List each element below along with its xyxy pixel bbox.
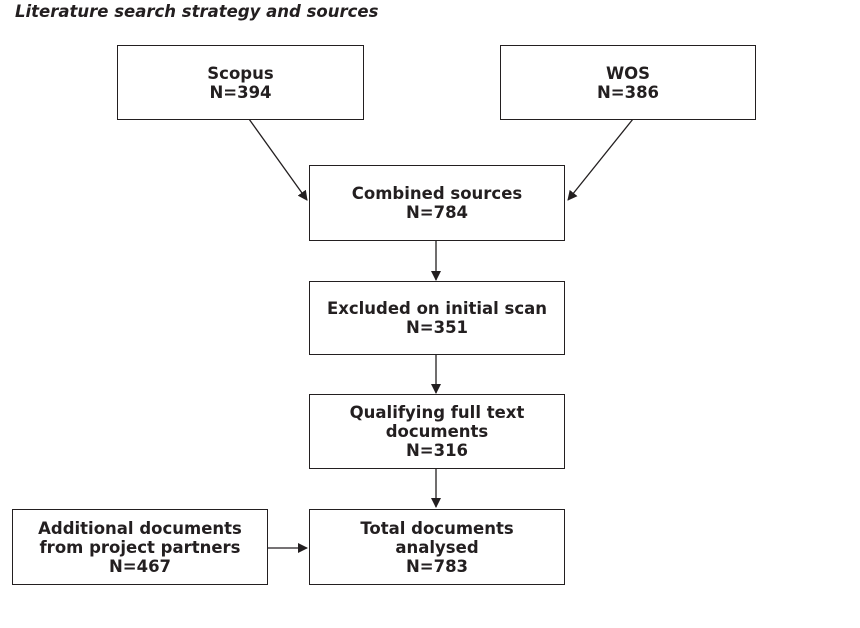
arrow-scopus-to-combined	[248, 118, 308, 201]
combined-count: N=784	[405, 203, 469, 222]
excluded-label: Excluded on initial scan	[326, 299, 548, 318]
additional-documents-box: Additional documents from project partne…	[12, 509, 268, 585]
qualifying-count: N=316	[405, 441, 469, 460]
qualifying-box: Qualifying full text documents N=316	[309, 394, 565, 469]
combined-sources-box: Combined sources N=784	[309, 165, 565, 241]
figure-title: Literature search strategy and sources	[15, 2, 379, 21]
wos-label: WOS	[605, 63, 651, 83]
scopus-count: N=394	[209, 82, 272, 102]
total-line2: analysed	[395, 537, 479, 557]
wos-count: N=386	[596, 82, 660, 102]
additional-count: N=467	[108, 556, 172, 576]
wos-box: WOS N=386	[500, 45, 756, 120]
scopus-label: Scopus	[207, 63, 274, 83]
qualifying-line2: documents	[385, 422, 489, 441]
qualifying-line1: Qualifying full text	[349, 403, 525, 422]
excluded-count: N=351	[405, 318, 469, 337]
additional-line1: Additional documents	[38, 518, 242, 538]
total-count: N=783	[405, 556, 469, 576]
total-line1: Total documents	[360, 518, 514, 538]
combined-label: Combined sources	[351, 184, 523, 203]
excluded-box: Excluded on initial scan N=351	[309, 281, 565, 355]
total-documents-box: Total documents analysed N=783	[309, 509, 565, 585]
additional-line2: from project partners	[39, 537, 241, 557]
arrow-wos-to-combined	[567, 118, 634, 201]
scopus-box: Scopus N=394	[117, 45, 364, 120]
